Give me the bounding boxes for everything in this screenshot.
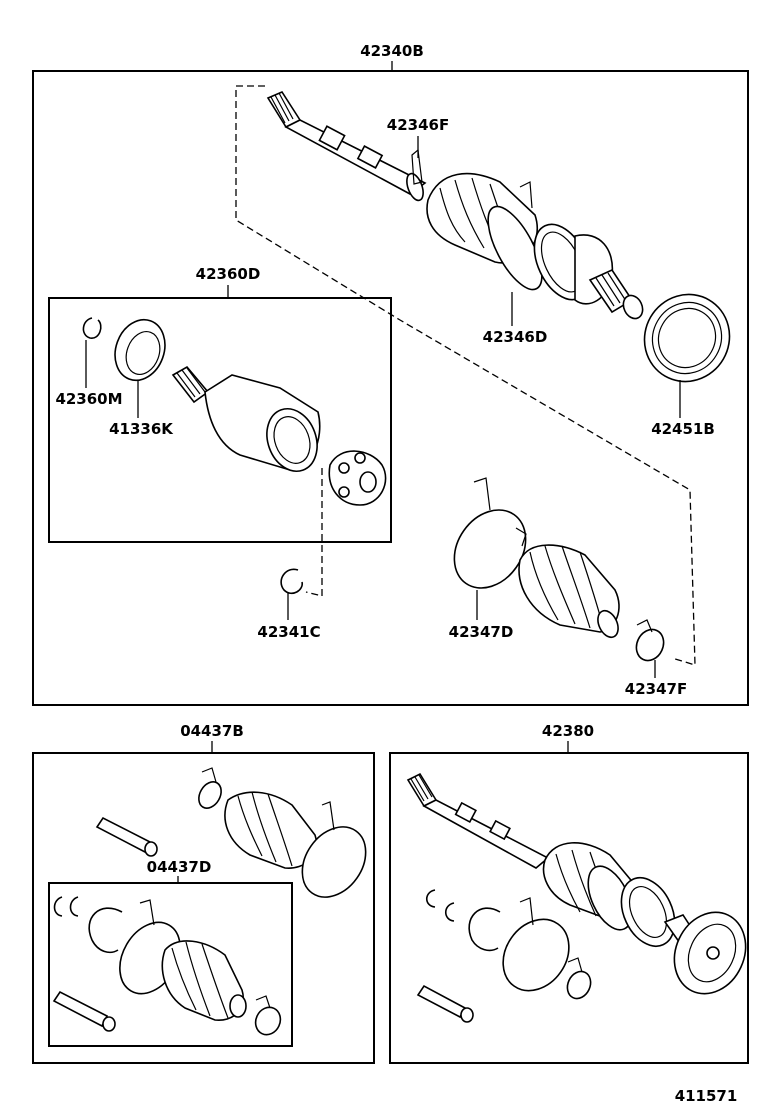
shaft-assembly-small-parts-icon — [416, 889, 592, 1023]
diagram-number: 411571 — [675, 1087, 738, 1105]
shaft-assembly-frame — [389, 752, 749, 1064]
label-42340B: 42340B — [360, 42, 424, 60]
label-04437B: 04437B — [180, 722, 244, 740]
tripod-joint-icon — [328, 450, 387, 506]
snap-ring-icon — [82, 317, 102, 339]
label-42347D: 42347D — [449, 623, 514, 641]
label-04437D: 04437D — [147, 858, 212, 876]
label-42451B: 42451B — [651, 420, 715, 438]
inner-boot-kit-icon — [53, 896, 282, 1036]
shaft-assembly-icon — [406, 772, 747, 995]
boot-icon — [518, 544, 620, 639]
boot-band-small-icon — [635, 619, 665, 662]
label-42341C: 42341C — [257, 623, 320, 641]
boot-kit-inner-frame — [48, 882, 293, 1047]
main-assembly-frame — [32, 70, 749, 706]
label-42347F: 42347F — [625, 680, 687, 698]
label-42346F: 42346F — [387, 116, 449, 134]
label-42346D: 42346D — [483, 328, 548, 346]
outer-boot-kit-icon — [198, 767, 367, 898]
label-42380: 42380 — [542, 722, 594, 740]
label-41336K: 41336K — [109, 420, 174, 438]
label-42360D: 42360D — [196, 265, 261, 283]
label-42360M: 42360M — [55, 390, 122, 408]
inner-cv-joint-icon — [171, 365, 321, 472]
hole-snap-ring-icon — [280, 568, 303, 595]
boot-kit-outer-frame — [32, 752, 375, 1064]
grease-tube-icon — [52, 816, 158, 1032]
dust-cover-icon — [643, 293, 731, 383]
boot-band-large-icon — [453, 477, 527, 589]
drive-shaft-icon — [266, 90, 644, 320]
assembly-dashed-outline — [235, 85, 696, 666]
seal-ring-icon — [114, 318, 166, 382]
inner-joint-kit-frame — [48, 297, 392, 543]
